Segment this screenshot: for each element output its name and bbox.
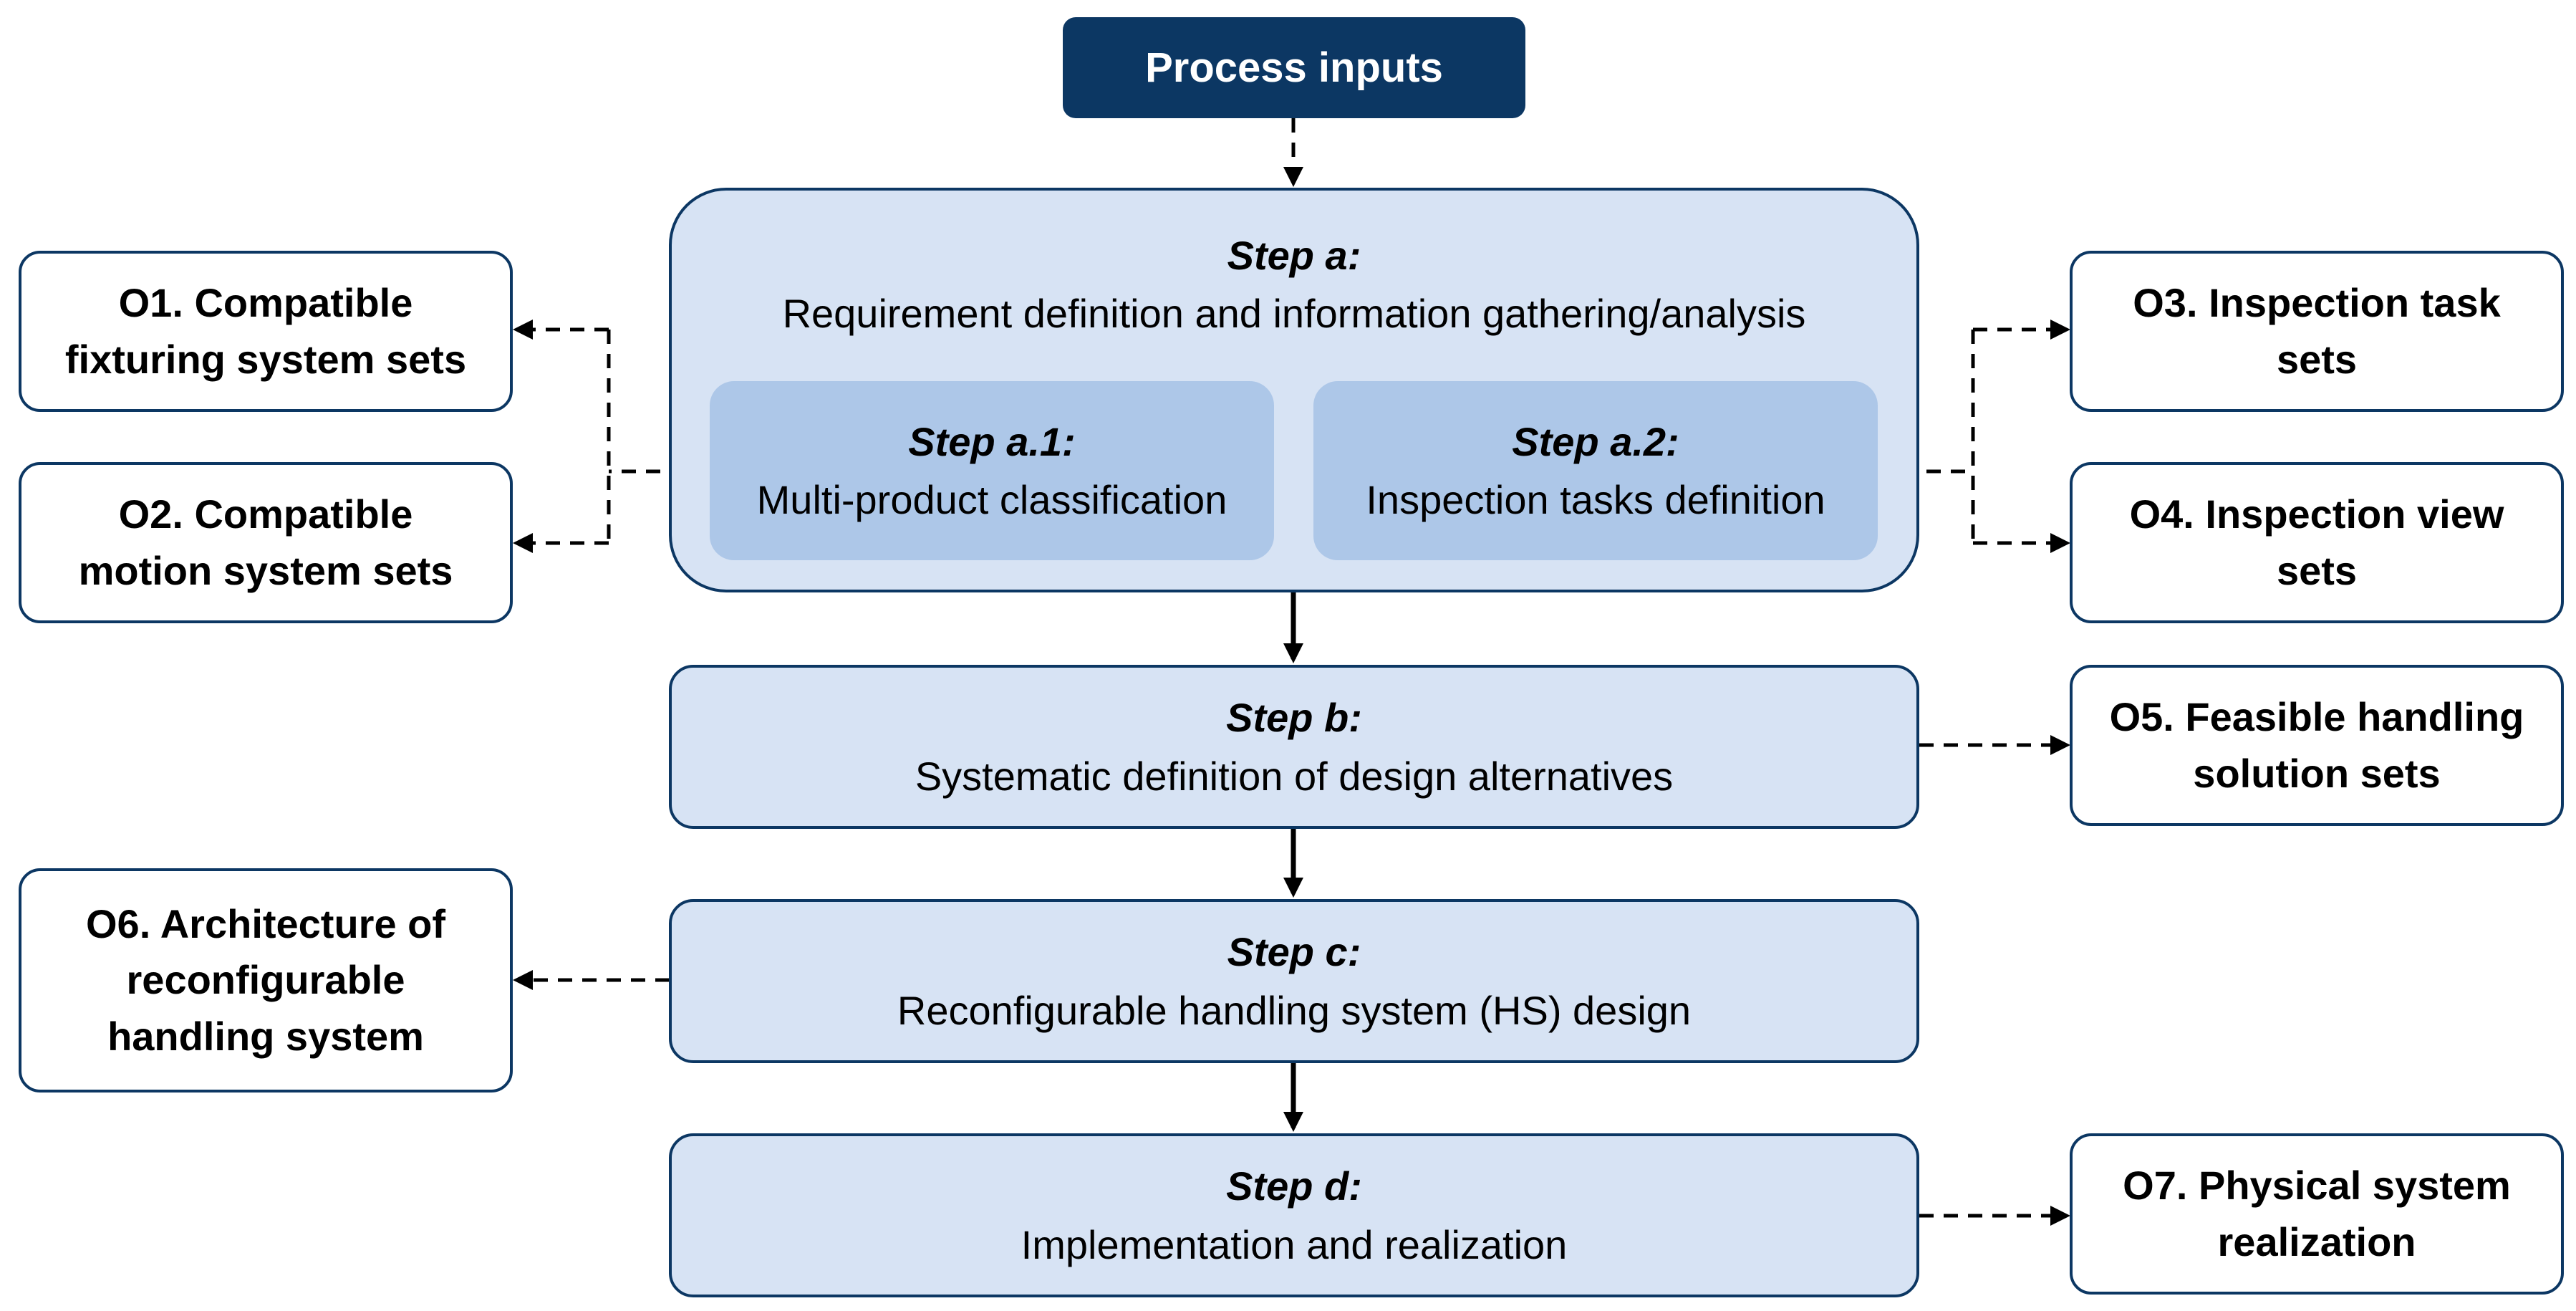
step-a-description: Requirement definition and information g… (782, 291, 1806, 337)
step-b-description: Systematic definition of design alternat… (915, 753, 1674, 799)
output-o3-line2: sets (2276, 336, 2358, 382)
step-a-title: Step a: (1227, 233, 1361, 278)
step-b-box: Step b: Systematic definition of design … (669, 665, 1919, 829)
output-o4-line2: sets (2276, 547, 2358, 593)
step-d-title: Step d: (1226, 1163, 1362, 1209)
step-b-title: Step b: (1226, 695, 1362, 741)
step-d-description: Implementation and realization (1021, 1221, 1568, 1267)
output-o2-box: O2. Compatible motion system sets (19, 462, 513, 623)
step-a1-box: Step a.1: Multi-product classification (710, 381, 1274, 560)
connector-step-a2-to-o3-o4 (1878, 320, 2070, 553)
process-inputs-label: Process inputs (1145, 44, 1443, 91)
output-o1-line1: O1. Compatible (118, 280, 413, 326)
output-o4-line1: O4. Inspection view (2129, 491, 2504, 537)
output-o5-line2: solution sets (2193, 750, 2441, 796)
step-a2-box: Step a.2: Inspection tasks definition (1313, 381, 1878, 560)
output-o6-line1: O6. Architecture of (85, 901, 446, 946)
step-a2-description: Inspection tasks definition (1366, 477, 1825, 522)
output-o3-line1: O3. Inspection task (2133, 280, 2501, 326)
step-a-header: Step a: Requirement definition and infor… (672, 226, 1916, 342)
step-c-title: Step c: (1227, 929, 1361, 975)
output-o1-line2: fixturing system sets (64, 336, 467, 382)
output-o6-box: O6. Architecture of reconfigurable handl… (19, 868, 513, 1092)
step-c-box: Step c: Reconfigurable handling system (… (669, 899, 1919, 1063)
connector-step-a1-to-o1-o2 (513, 320, 709, 553)
output-o2-line2: motion system sets (78, 547, 453, 593)
process-inputs-box: Process inputs (1063, 17, 1525, 118)
step-a1-title: Step a.1: (908, 418, 1076, 464)
output-o3-box: O3. Inspection task sets (2070, 251, 2564, 412)
output-o7-line1: O7. Physical system (2123, 1163, 2511, 1209)
output-o4-box: O4. Inspection view sets (2070, 462, 2564, 623)
step-d-box: Step d: Implementation and realization (669, 1133, 1919, 1297)
output-o7-line2: realization (2217, 1219, 2416, 1264)
output-o5-box: O5. Feasible handling solution sets (2070, 665, 2564, 826)
output-o6-line2: reconfigurable (126, 957, 405, 1003)
step-a1-description: Multi-product classification (756, 477, 1227, 522)
output-o6-line3: handling system (107, 1013, 424, 1059)
step-a2-title: Step a.2: (1512, 418, 1679, 464)
output-o7-box: O7. Physical system realization (2070, 1133, 2564, 1295)
output-o5-line1: O5. Feasible handling (2109, 694, 2524, 740)
output-o2-line1: O2. Compatible (118, 491, 413, 537)
step-c-description: Reconfigurable handling system (HS) desi… (897, 987, 1692, 1033)
output-o1-box: O1. Compatible fixturing system sets (19, 251, 513, 412)
